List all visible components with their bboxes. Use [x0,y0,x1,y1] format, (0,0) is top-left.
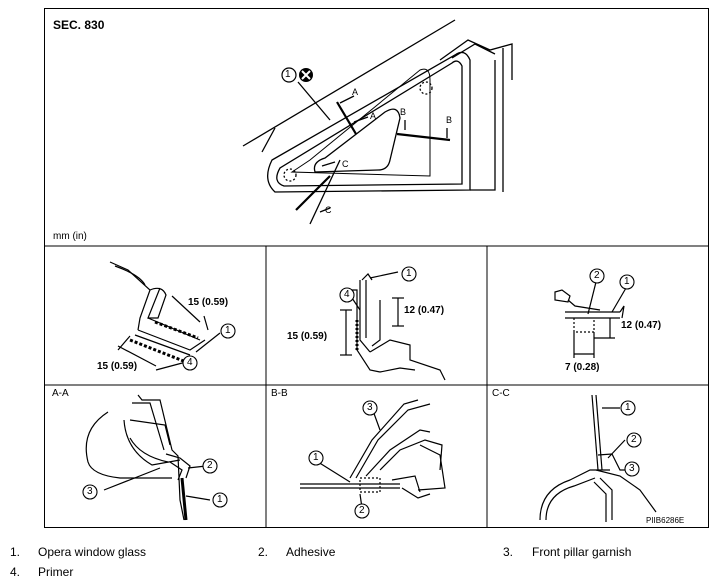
section-label-aa: A-A [52,388,69,399]
legend-label-4: Primer [38,565,74,579]
legend-label-3: Front pillar garnish [532,545,632,559]
callout-4-d2: 4 [344,289,350,300]
legend-num-3: 3. [503,545,514,559]
section-label-bb: B-B [271,388,288,399]
cut-letter-c2: C [325,205,332,215]
dimension-6: 7 (0.28) [565,362,600,373]
callout-2-d3: 2 [594,270,600,281]
legend-num-4: 4. [10,565,21,579]
callout-1-d3: 1 [624,276,630,287]
section-cc-drawing [539,394,657,522]
callout-1-aa: 1 [217,494,223,505]
dimension-4: 15 (0.59) [287,331,328,342]
cut-letter-c1: C [342,159,349,169]
cut-letter-b1: B [400,107,407,117]
callout-2-cc: 2 [631,434,637,445]
section-label: SEC. 830 [53,18,105,32]
legend-num-1: 1. [10,545,21,559]
dimension-2: 15 (0.59) [97,361,138,372]
callout-1-d1: 1 [225,325,231,336]
section-aa-drawing [85,394,211,521]
detail-1-drawing [109,261,221,371]
cut-letter-a1: A [352,87,359,97]
overview-drawing [242,19,513,225]
detail-3-drawing [554,281,627,358]
image-code: PIIB6286E [646,516,685,525]
legend-label-2: Adhesive [286,545,336,559]
dimension-3: 12 (0.47) [404,305,445,316]
callout-3-aa: 3 [87,486,93,497]
callout-circle [281,67,297,83]
callout-1-bb: 1 [313,452,319,463]
detail-2-drawing [340,271,446,381]
callout-3-cc: 3 [629,463,635,474]
x-mark-icon [301,70,311,80]
dimension-1: 15 (0.59) [188,297,229,308]
units-note: mm (in) [53,231,87,242]
dimension-5: 12 (0.47) [621,320,662,331]
legend-label-1: Opera window glass [38,545,147,559]
callout-2-aa: 2 [207,460,213,471]
callout-3-bb: 3 [367,402,373,413]
callout-4-d1: 4 [187,357,193,368]
callout-1-overview: 1 [285,69,291,80]
legend-num-2: 2. [258,545,269,559]
callout-1-cc: 1 [625,402,631,413]
diagram-frame [44,8,709,528]
section-bb-drawing [300,399,446,509]
callout-1-d2: 1 [406,268,412,279]
callout-circles [82,266,642,519]
cut-letter-b2: B [446,115,453,125]
cut-letter-a2: A [370,111,377,121]
section-label-cc: C-C [492,388,510,399]
callout-2-bb: 2 [359,505,365,516]
